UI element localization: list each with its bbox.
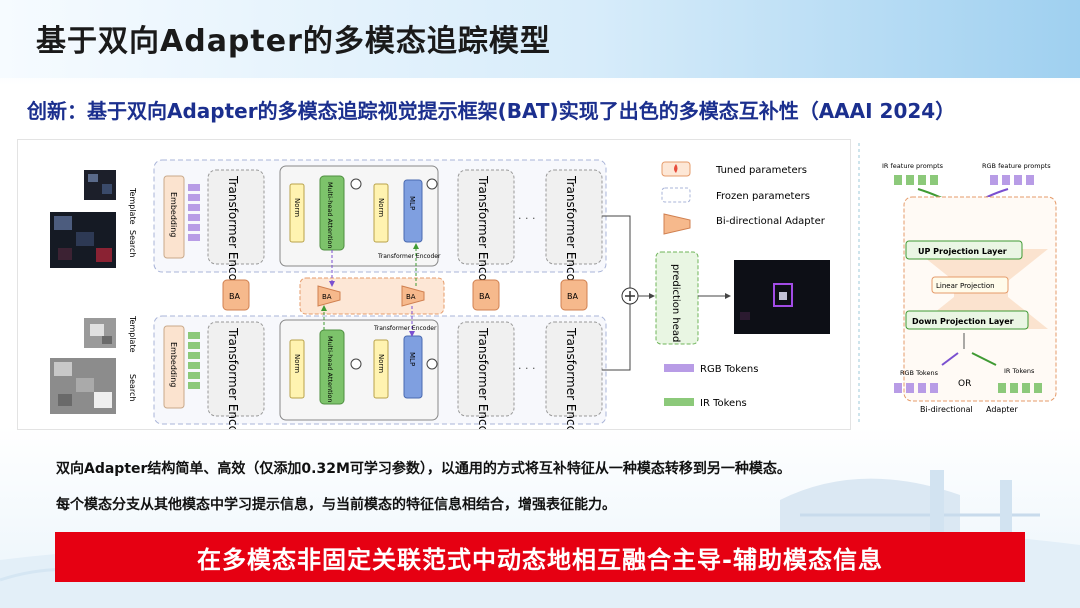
legend-frozen: Frozen parameters	[661, 187, 810, 203]
svg-text:IR Tokens: IR Tokens	[700, 398, 747, 409]
ir-norm-2-label: Norm	[377, 354, 385, 373]
or-label: OR	[958, 379, 971, 389]
legend-bidirectional: Bi-directional Adapter	[663, 213, 826, 235]
ba-adapter-2: BA	[317, 285, 341, 307]
rgb-encoder-3-label: Transformer Encoder	[564, 175, 578, 301]
ir-template-image	[84, 318, 116, 348]
ir-token-column	[188, 332, 200, 389]
adapter-ir-tokens-label: IR Tokens	[1004, 367, 1035, 375]
rgb-template-label: Template	[128, 187, 137, 225]
ir-attention-label: Multi-head Attention	[326, 336, 334, 403]
output-tracking-image	[734, 260, 830, 334]
ir-template-label: Template	[128, 315, 137, 353]
legend-rgb-tokens: RGB Tokens	[664, 364, 758, 375]
rgb-embedding-label: Embedding	[169, 192, 178, 237]
ir-encoder-1-label: Transformer Encoder	[226, 327, 240, 429]
svg-text:BA: BA	[229, 292, 240, 301]
ir-encoder-2-label: Transformer Encoder	[476, 327, 490, 429]
architecture-figure: Template Search Template Search Embeddin…	[17, 139, 851, 453]
description-1: 双向Adapter结构简单、高效（仅添加0.32M可学习参数），以通用的方式将互…	[56, 461, 791, 477]
rgb-ellipsis: · · ·	[518, 212, 535, 225]
ir-mlp-label: MLP	[408, 352, 416, 366]
ir-embedding-label: Embedding	[169, 342, 178, 387]
rgb-norm-2-label: Norm	[377, 198, 385, 217]
rgb-mlp-label: MLP	[408, 196, 416, 210]
title-bar	[0, 0, 1080, 78]
rgb-attention-label: Multi-head Attention	[326, 182, 334, 249]
svg-text:Frozen parameters: Frozen parameters	[716, 191, 810, 202]
svg-text:Tuned parameters: Tuned parameters	[715, 165, 807, 176]
caption-bidirectional: Bi-directional	[920, 405, 973, 414]
up-projection-label: UP Projection Layer	[918, 247, 1007, 256]
ba-adapter-3: BA	[401, 285, 425, 307]
svg-text:BA: BA	[406, 293, 416, 301]
rgb-prompt-tokens	[990, 175, 1034, 185]
ir-norm-1-label: Norm	[293, 354, 301, 373]
conclusion-banner: 在多模态非固定关联范式中动态地相互融合主导-辅助模态信息	[55, 532, 1025, 582]
prediction-head-label: prediction head	[670, 264, 681, 342]
slide-subtitle: 创新：基于双向Adapter的多模态追踪视觉提示框架(BAT)实现了出色的多模态…	[27, 99, 956, 123]
legend-ir-tokens: IR Tokens	[664, 398, 747, 409]
rgb-encoder-1-label: Transformer Encoder	[226, 175, 240, 301]
svg-text:Bi-directional Adapter: Bi-directional Adapter	[716, 216, 826, 227]
linear-projection-label: Linear Projection	[936, 282, 995, 290]
legend-tuned: Tuned parameters	[661, 161, 807, 177]
ir-ellipsis: · · ·	[518, 362, 535, 375]
ir-encoder-3-label: Transformer Encoder	[564, 327, 578, 429]
ba-adapter-5: BA	[560, 279, 588, 311]
svg-text:RGB Tokens: RGB Tokens	[700, 364, 758, 375]
rgb-prompts-label: RGB feature prompts	[982, 162, 1051, 170]
ir-prompt-tokens	[894, 175, 938, 185]
rgb-search-label: Search	[128, 230, 137, 257]
svg-text:BA: BA	[479, 292, 490, 301]
caption-adapter: Adapter	[986, 405, 1018, 414]
ir-search-label: Search	[128, 374, 137, 401]
svg-text:BA: BA	[567, 292, 578, 301]
svg-text:BA: BA	[322, 293, 332, 301]
rgb-template-image	[84, 170, 116, 200]
rgb-encoder-small-label: Transformer Encoder	[377, 253, 441, 260]
adapter-rgb-input-tokens	[894, 383, 938, 393]
rgb-encoder-2-label: Transformer Encoder	[476, 175, 490, 301]
adapter-ir-input-tokens	[998, 383, 1042, 393]
rgb-token-column	[188, 184, 200, 241]
adapter-detail-figure: IR feature prompts RGB feature prompts U…	[858, 139, 1070, 428]
slide-title: 基于双向Adapter的多模态追踪模型	[36, 24, 551, 59]
adapter-rgb-tokens-label: RGB Tokens	[900, 369, 939, 377]
ir-encoder-small-label: Transformer Encoder	[373, 325, 437, 332]
ba-adapter-4: BA	[472, 279, 500, 311]
rgb-search-image	[50, 212, 116, 268]
description-2: 每个模态分支从其他模态中学习提示信息，与当前模态的特征信息相结合，增强表征能力。	[56, 497, 616, 513]
ba-adapter-1: BA	[222, 279, 250, 311]
rgb-norm-1-label: Norm	[293, 198, 301, 217]
ir-search-image	[50, 358, 116, 414]
down-projection-label: Down Projection Layer	[912, 317, 1014, 326]
ir-prompts-label: IR feature prompts	[882, 162, 944, 170]
